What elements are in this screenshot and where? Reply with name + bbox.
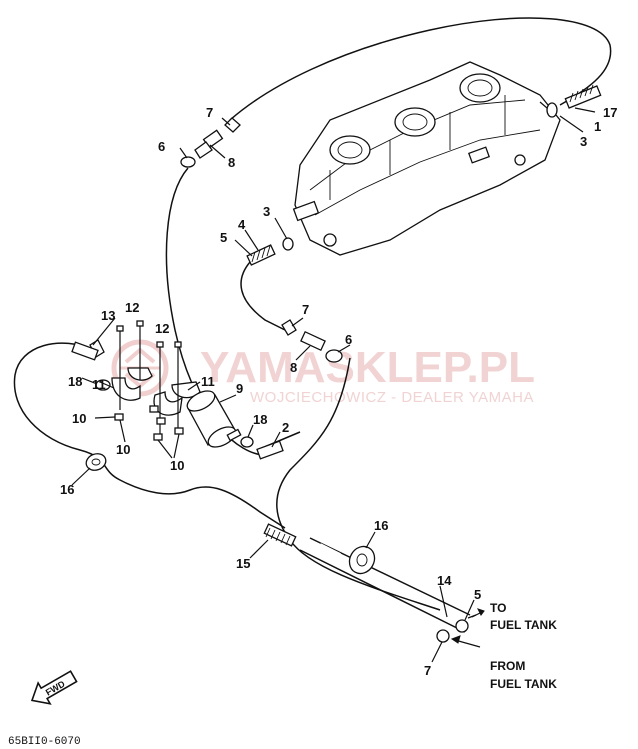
callout-15: 15 (236, 556, 250, 571)
part-15-spring-hose (263, 523, 297, 547)
flow-labels: TO FUEL TANK FROM FUEL TANK (490, 601, 557, 691)
leader-lines (71, 101, 596, 663)
hose-main-upper (229, 17, 612, 121)
callout-16-left: 16 (60, 482, 74, 497)
callout-numbers: 1 2 3 3 4 5 5 6 6 7 7 7 8 8 9 10 10 10 1… (60, 105, 617, 678)
watermark: YAMASKLEP.PL WOJCIECHOWICZ - DEALER YAMA… (111, 339, 535, 406)
flow-arrows (450, 608, 485, 648)
drawing-code: 65BII0-6070 (8, 736, 81, 748)
fuel-hoses (13, 17, 612, 633)
hose-from-tank (299, 549, 466, 633)
part-17-spring-hose (564, 84, 602, 109)
callout-12-mid: 12 (155, 321, 169, 336)
callout-10-mid: 10 (116, 442, 130, 457)
callout-1: 1 (594, 119, 601, 134)
callout-8-mid: 8 (290, 360, 297, 375)
to-fuel-tank-line2: FUEL TANK (490, 618, 557, 632)
callout-11-left: 11 (92, 377, 106, 392)
watermark-brand: YAMASKLEP.PL (200, 343, 535, 392)
callout-6-mid: 6 (345, 332, 352, 347)
part-16-grommet-right (348, 545, 376, 575)
callout-2: 2 (282, 420, 289, 435)
callout-7-top: 7 (206, 105, 213, 120)
callout-18-left: 18 (68, 374, 82, 389)
callout-8-top: 8 (228, 155, 235, 170)
hose-carb-to-joint (240, 261, 286, 331)
part-18-clamp-filter (240, 436, 254, 448)
callout-6-top: 6 (158, 139, 165, 154)
fwd-arrow-icon: FWD (30, 670, 78, 705)
carb-throat-3 (459, 73, 501, 103)
carburetor-assembly (292, 61, 561, 256)
middle-joint (281, 319, 343, 363)
part-16-grommet-left (85, 453, 107, 471)
part-3-clamp-top (546, 102, 558, 118)
callout-17: 17 (603, 105, 617, 120)
carb-throat-1 (329, 135, 371, 165)
callout-4: 4 (238, 217, 246, 232)
callout-16-right: 16 (374, 518, 388, 533)
callout-5-mid: 5 (220, 230, 227, 245)
carb-throat-2 (394, 107, 436, 137)
callout-14: 14 (437, 573, 452, 588)
part-4-spring-hose (246, 237, 294, 266)
callout-18-filter: 18 (253, 412, 267, 427)
callout-9: 9 (236, 381, 243, 396)
callout-11-right: 11 (201, 374, 215, 389)
part-9-fuel-filter (186, 390, 242, 448)
callout-7-mid: 7 (302, 302, 309, 317)
watermark-tagline: WOJCIECHOWICZ - DEALER YAMAHA (250, 389, 534, 406)
part-2-hose (256, 440, 284, 460)
callout-5-tank: 5 (474, 587, 481, 602)
hose-left-down (165, 167, 266, 456)
upper-joint (180, 117, 241, 168)
callout-13: 13 (101, 308, 115, 323)
hose-to-tank (276, 357, 441, 611)
from-fuel-tank-line1: FROM (490, 659, 525, 673)
callout-10-right: 10 (170, 458, 184, 473)
callout-7-tank: 7 (424, 663, 431, 678)
from-fuel-tank-line2: FUEL TANK (490, 677, 557, 691)
to-fuel-tank-line1: TO (490, 601, 506, 615)
callout-3-mid: 3 (263, 204, 270, 219)
callout-12-top: 12 (125, 300, 139, 315)
callout-10-left: 10 (72, 411, 86, 426)
callout-3-top: 3 (580, 134, 587, 149)
